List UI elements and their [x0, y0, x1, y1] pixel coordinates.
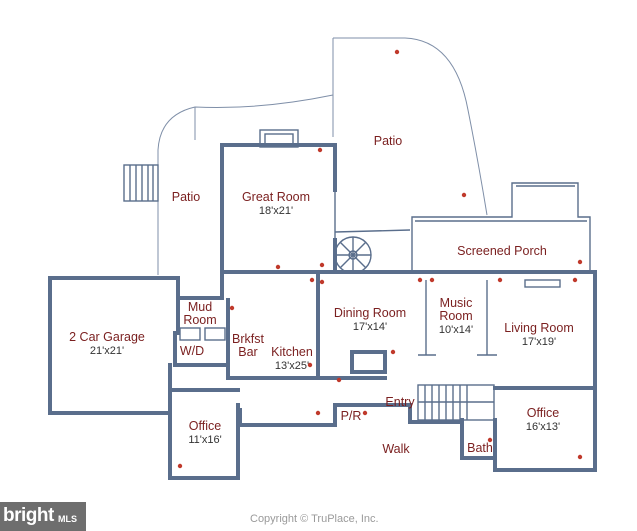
- office-left-walls: [168, 363, 240, 480]
- label-music-room-2: Room: [439, 309, 472, 323]
- label-great-room: Great Room: [242, 190, 310, 204]
- patio-outline: [157, 37, 488, 275]
- dims-two-car-garage: 21'x21': [90, 345, 124, 357]
- label-dining-room: Dining Room: [334, 306, 406, 320]
- label-mud-room-2: Room: [183, 313, 216, 327]
- label-breakfast-bar-2: Bar: [238, 345, 257, 359]
- dims-great-room: 18'x21': [259, 205, 293, 217]
- label-entry: Entry: [385, 395, 415, 409]
- markers: [177, 49, 583, 469]
- label-patio-upper: Patio: [374, 134, 403, 148]
- spiral-stair: [334, 229, 411, 274]
- label-office-left: Office: [189, 419, 221, 433]
- label-two-car-garage: 2 Car Garage: [69, 330, 145, 344]
- label-living-room: Living Room: [504, 321, 573, 335]
- dims-kitchen: 13'x25': [275, 360, 309, 372]
- dims-music-room: 10'x14': [439, 324, 473, 336]
- label-mud-room-1: Mud: [188, 300, 212, 314]
- logo-text: bright: [3, 505, 54, 526]
- entry-stair: [417, 384, 495, 421]
- label-walk: Walk: [382, 442, 410, 456]
- label-breakfast-bar-1: Brkfst: [232, 332, 264, 346]
- copyright-text: Copyright © TruPlace, Inc.: [250, 513, 379, 525]
- label-patio-left: Patio: [172, 190, 201, 204]
- dims-living-room: 17'x19': [522, 336, 556, 348]
- label-office-right: Office: [527, 406, 559, 420]
- patio-steps: [123, 164, 159, 202]
- bright-mls-logo: bright MLS: [0, 502, 86, 531]
- label-powder-room: P/R: [341, 409, 362, 423]
- garage-walls: [48, 276, 180, 415]
- label-music-room-1: Music: [440, 296, 473, 310]
- logo-sub: MLS: [58, 514, 77, 524]
- dims-office-right: 16'x13': [526, 421, 560, 433]
- dims-office-left: 11'x16': [188, 434, 221, 446]
- label-screened-porch: Screened Porch: [457, 244, 547, 258]
- label-bath: Bath: [467, 441, 493, 455]
- screened-porch-walls: [411, 182, 591, 272]
- dims-dining-room: 17'x14': [353, 321, 387, 333]
- label-kitchen: Kitchen: [271, 345, 313, 359]
- label-washer-dryer: W/D: [180, 344, 204, 358]
- interior-walls: [350, 279, 561, 374]
- room-labels: Patio Patio Great Room 18'x21' Screened …: [69, 134, 574, 456]
- utility-walls: [173, 298, 320, 380]
